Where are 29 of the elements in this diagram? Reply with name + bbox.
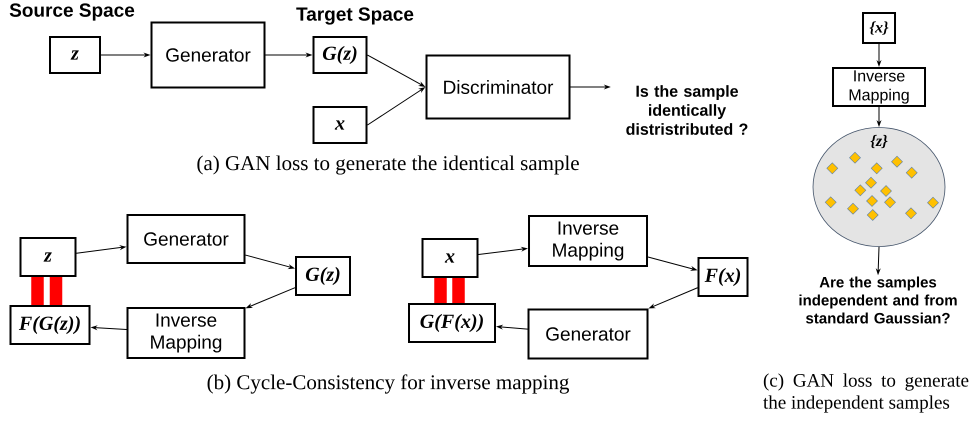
caption: (a) GAN loss to generate the identical sample — [197, 155, 579, 175]
heading-label: Target Space — [296, 7, 414, 25]
variable-box: G(F(x)) — [408, 303, 496, 343]
process-box: Inverse Mapping — [832, 67, 926, 107]
variable-box: z — [49, 36, 101, 74]
set-label: {z} — [870, 134, 888, 148]
question-text: Is the sample identically distristributed ? — [626, 85, 748, 135]
process-box: Inverse Mapping — [528, 215, 648, 267]
caption: (c) GAN loss to generate the independent samples — [763, 373, 968, 413]
process-box: Discriminator — [426, 54, 570, 120]
cycle-bar — [31, 277, 44, 305]
variable-box: G(z) — [295, 256, 351, 296]
cycle-bar — [50, 277, 62, 305]
variable-box: x — [422, 238, 478, 278]
variable-box: {x} — [862, 12, 896, 44]
caption: (b) Cycle-Consistency for inverse mapping — [208, 374, 569, 394]
variable-box: x — [312, 106, 368, 144]
variable-box: F(x) — [698, 257, 749, 297]
process-box: Generator — [150, 22, 266, 88]
question-text: Are the samples independent and from standard Gaussian? — [799, 276, 957, 324]
variable-box: F(G(z)) — [10, 305, 90, 345]
process-box: Inverse Mapping — [126, 307, 246, 359]
cycle-bar — [452, 278, 465, 303]
variable-box: G(z) — [312, 36, 368, 74]
variable-box: z — [20, 237, 76, 277]
process-box: Generator — [528, 308, 648, 360]
process-box: Generator — [126, 214, 246, 264]
cycle-bar — [434, 278, 447, 303]
heading-label: Source Space — [10, 3, 134, 21]
